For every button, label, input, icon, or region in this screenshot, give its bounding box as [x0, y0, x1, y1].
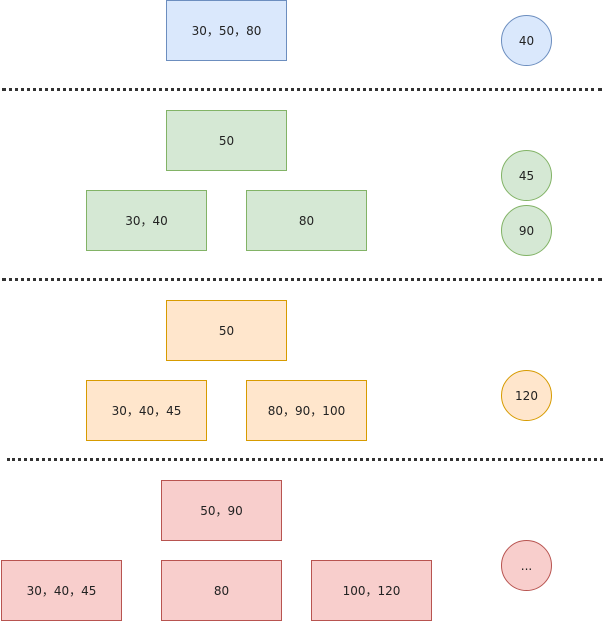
stage1-root-label: 30，50，80: [191, 24, 262, 38]
stage1-insert-circle: 40: [501, 15, 552, 66]
stage2-insert-a-label: 45: [518, 168, 535, 183]
stage3-left-label: 30，40，45: [111, 404, 182, 418]
stage2-left-node: 30，40: [86, 190, 207, 251]
stage1-insert-label: 40: [518, 33, 535, 48]
stage3-insert-circle: 120: [501, 370, 552, 421]
stage3-root-label: 50: [218, 323, 235, 338]
stage2-root-label: 50: [218, 133, 235, 148]
stage4-right-label: 100，120: [342, 584, 401, 598]
stage2-right-node: 80: [246, 190, 367, 251]
stage3-right-node: 80，90，100: [246, 380, 367, 441]
divider-2: [2, 278, 602, 281]
stage2-left-label: 30，40: [125, 214, 168, 228]
stage3-right-label: 80，90，100: [267, 404, 346, 418]
stage4-left-label: 30，40，45: [26, 584, 97, 598]
stage4-root-node: 50，90: [161, 480, 282, 541]
stage4-middle-label: 80: [213, 583, 230, 598]
stage4-insert-circle: ...: [501, 540, 552, 591]
divider-1: [2, 88, 602, 91]
stage2-insert-circle-a: 45: [501, 150, 552, 201]
stage1-root-node: 30，50，80: [166, 0, 287, 61]
stage3-root-node: 50: [166, 300, 287, 361]
stage4-right-node: 100，120: [311, 560, 432, 621]
stage3-left-node: 30，40，45: [86, 380, 207, 441]
stage4-middle-node: 80: [161, 560, 282, 621]
stage3-insert-label: 120: [515, 388, 538, 403]
stage4-root-label: 50，90: [200, 504, 243, 518]
stage2-insert-circle-b: 90: [501, 205, 552, 256]
stage2-root-node: 50: [166, 110, 287, 171]
divider-3: [7, 458, 603, 461]
stage2-right-label: 80: [298, 213, 315, 228]
stage4-left-node: 30，40，45: [1, 560, 122, 621]
stage2-insert-b-label: 90: [518, 223, 535, 238]
stage4-insert-label: ...: [520, 558, 533, 573]
